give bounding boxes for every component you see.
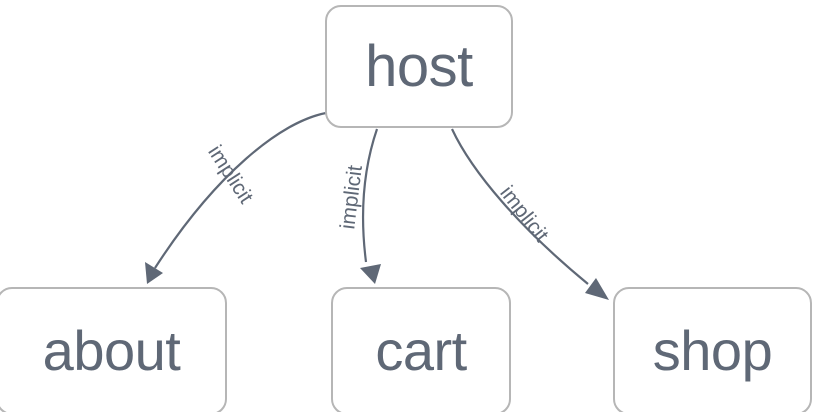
edge-host-about-arrowhead [145, 262, 163, 284]
edge-host-shop-path [451, 128, 589, 285]
edge-host-cart-path [361, 128, 379, 263]
node-shop-label: shop [652, 319, 773, 382]
node-cart-label: cart [375, 319, 467, 382]
node-about-label: about [42, 319, 181, 382]
node-shop[interactable]: shop [613, 287, 812, 412]
node-about[interactable]: about [0, 287, 227, 412]
edge-host-shop-arrowhead [585, 278, 609, 300]
edge-host-shop-label: implicit [495, 182, 553, 247]
node-host-label: host [365, 33, 473, 99]
edge-host-shop[interactable]: implicit [451, 128, 609, 300]
edge-host-about-path [154, 111, 327, 269]
edge-host-cart[interactable]: implicit [336, 128, 381, 284]
edge-host-about[interactable]: implicit [145, 111, 327, 284]
edge-host-cart-arrowhead [360, 264, 381, 284]
edge-host-about-label: implicit [203, 141, 257, 207]
node-host[interactable]: host [325, 5, 513, 128]
node-cart[interactable]: cart [331, 287, 511, 412]
